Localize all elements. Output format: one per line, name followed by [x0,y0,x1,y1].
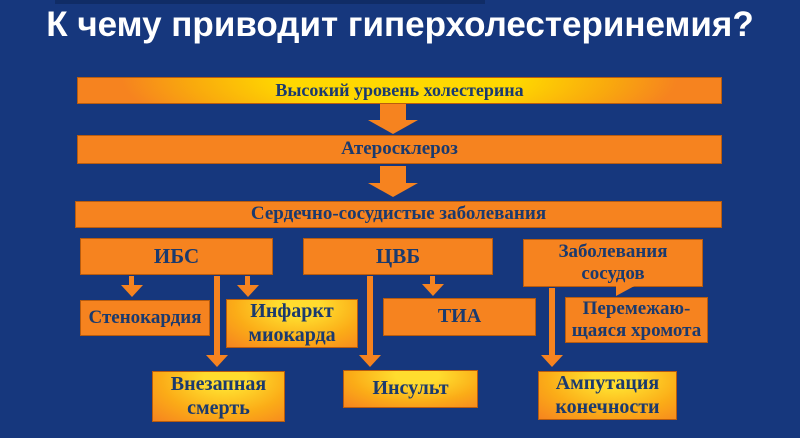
slide-title: К чему приводит гиперхолестеринемия? [46,5,754,44]
node-angina: Стенокардия [80,300,210,336]
arrow-atherosclerosis-to-cvd [380,166,406,183]
node-stroke: Инсульт [343,370,478,408]
arrow-cvb-to-tia [430,276,435,284]
node-tia: ТИА [383,298,536,336]
node-cardiovascular-diseases: Сердечно-сосудистые заболевания [75,201,722,228]
node-high-cholesterol: Высокий уровень холестерина [77,77,722,104]
arrow-ihd-to-mi [245,276,250,285]
node-limb-amputation: Ампутация конечности [538,371,677,420]
node-vascular-diseases: Заболевания сосудов [523,239,703,287]
arrow-cvb-to-stroke [367,276,373,355]
arrow-vascular-to-amputation [549,288,555,355]
top-edge-artifact [55,0,485,4]
callout-tail-vascular-to-claudication [616,284,638,296]
arrow-cholesterol-to-atherosclerosis [380,104,406,120]
node-myocardial-infarction: Инфаркт миокарда [226,299,358,348]
arrow-ihd-to-sudden-death [214,276,220,355]
node-ihd: ИБС [80,238,273,275]
node-atherosclerosis: Атеросклероз [77,135,722,164]
node-sudden-death: Внезапная смерть [152,371,285,422]
node-cvb: ЦВБ [303,238,493,275]
node-intermittent-claudication: Перемежаю- щаяся хромота [565,297,708,343]
arrow-ihd-to-angina [129,276,134,285]
